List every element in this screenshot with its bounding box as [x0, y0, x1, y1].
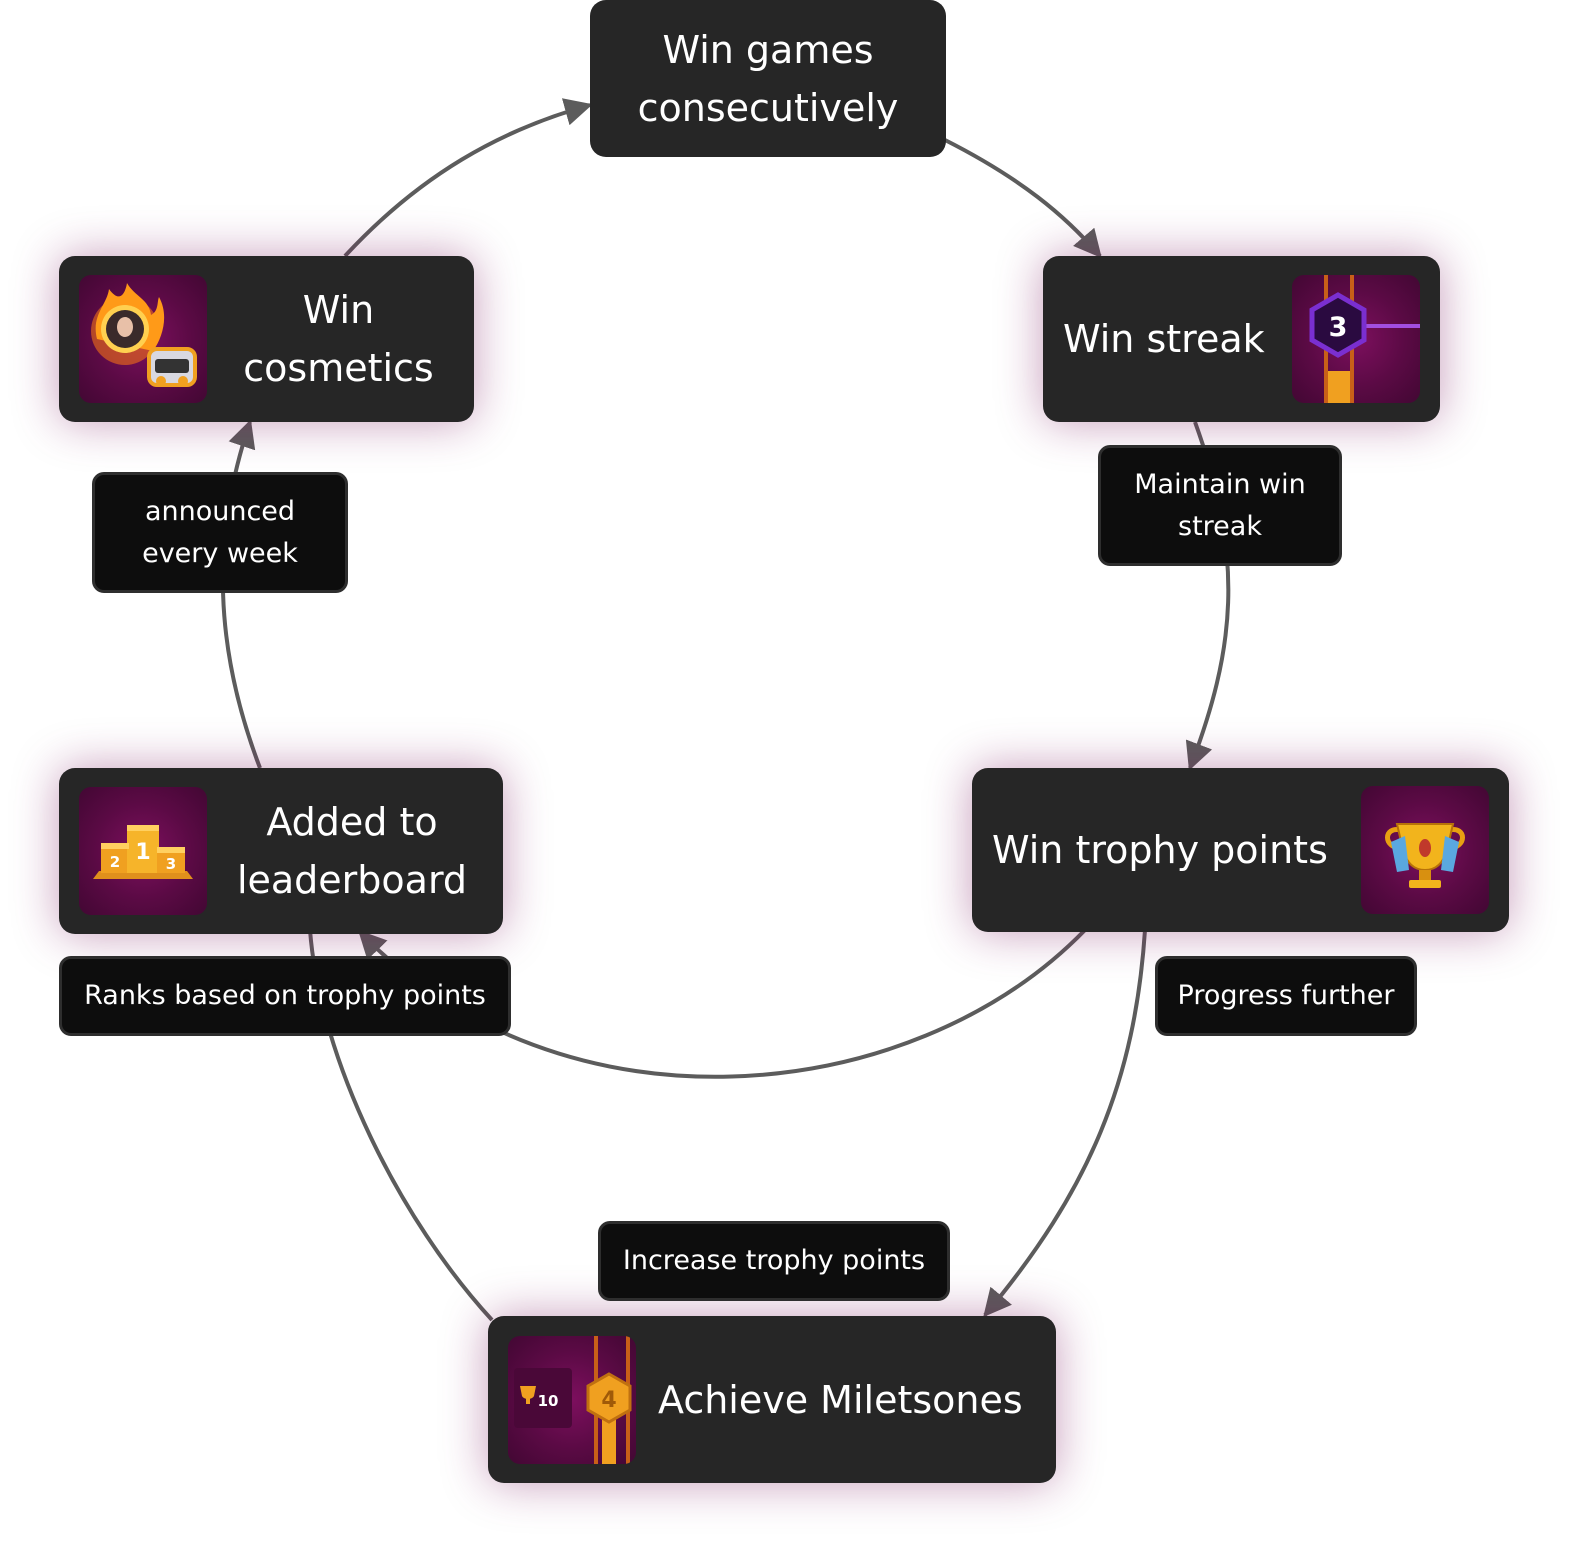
node-added-to-leaderboard: 2 1 3 Added to leaderboard	[59, 768, 503, 934]
edge-label-increase-trophy-points: Increase trophy points	[598, 1221, 950, 1301]
podium-second-label: 2	[110, 853, 120, 871]
flaming-avatar-frame-icon	[79, 275, 207, 403]
edge-label-announced-every-week: announced every week	[92, 472, 348, 593]
edge-win-games-to-win-streak	[944, 138, 1102, 259]
milestone-badge-icon: 10 4	[508, 1335, 636, 1464]
edge-label-text: announced every week	[142, 495, 298, 569]
edge-win-trophy-to-milestones	[983, 929, 1147, 1318]
edge-label-text: Progress further	[1177, 980, 1395, 1011]
podium-icon: 2 1 3	[79, 787, 207, 915]
edge-leaderboard-to-cosmetics	[220, 419, 262, 769]
node-win-games-consecutively: Win games consecutively	[590, 0, 946, 157]
node-label: Win games consecutively	[637, 27, 899, 130]
node-win-streak: Win streak 3	[1043, 256, 1440, 422]
edge-label-text: Ranks based on trophy points	[84, 980, 486, 1011]
edge-label-text: Maintain win streak	[1134, 468, 1306, 542]
node-label: Achieve Miletsones	[658, 1377, 1023, 1422]
trophy-icon	[1361, 786, 1489, 914]
edge-label-maintain-win-streak: Maintain win streak	[1098, 445, 1342, 566]
node-label: Win trophy points	[992, 828, 1328, 872]
edge-cosmetics-to-win-games	[343, 98, 593, 258]
podium-third-label: 3	[166, 855, 176, 873]
podium-first-label: 1	[135, 840, 150, 865]
node-win-cosmetics: Win cosmetics	[59, 256, 474, 422]
edge-label-progress-further: Progress further	[1155, 956, 1417, 1036]
milestone-badge-number: 4	[601, 1388, 616, 1413]
node-win-trophy-points: Win trophy points	[972, 768, 1509, 932]
win-streak-hexagon-icon: 3	[1292, 275, 1420, 403]
node-label: Win cosmetics	[243, 288, 434, 390]
node-label: Win streak	[1063, 317, 1265, 361]
edge-label-text: Increase trophy points	[622, 1245, 926, 1276]
node-label: Added to leaderboard	[236, 800, 468, 902]
edge-label-ranks-based-on-trophy-points: Ranks based on trophy points	[59, 956, 511, 1036]
milestone-small-number: 10	[538, 1392, 559, 1410]
hexagon-badge-number: 3	[1329, 312, 1348, 343]
node-achieve-milestones: 10 4 Achieve Miletsones	[488, 1316, 1056, 1483]
